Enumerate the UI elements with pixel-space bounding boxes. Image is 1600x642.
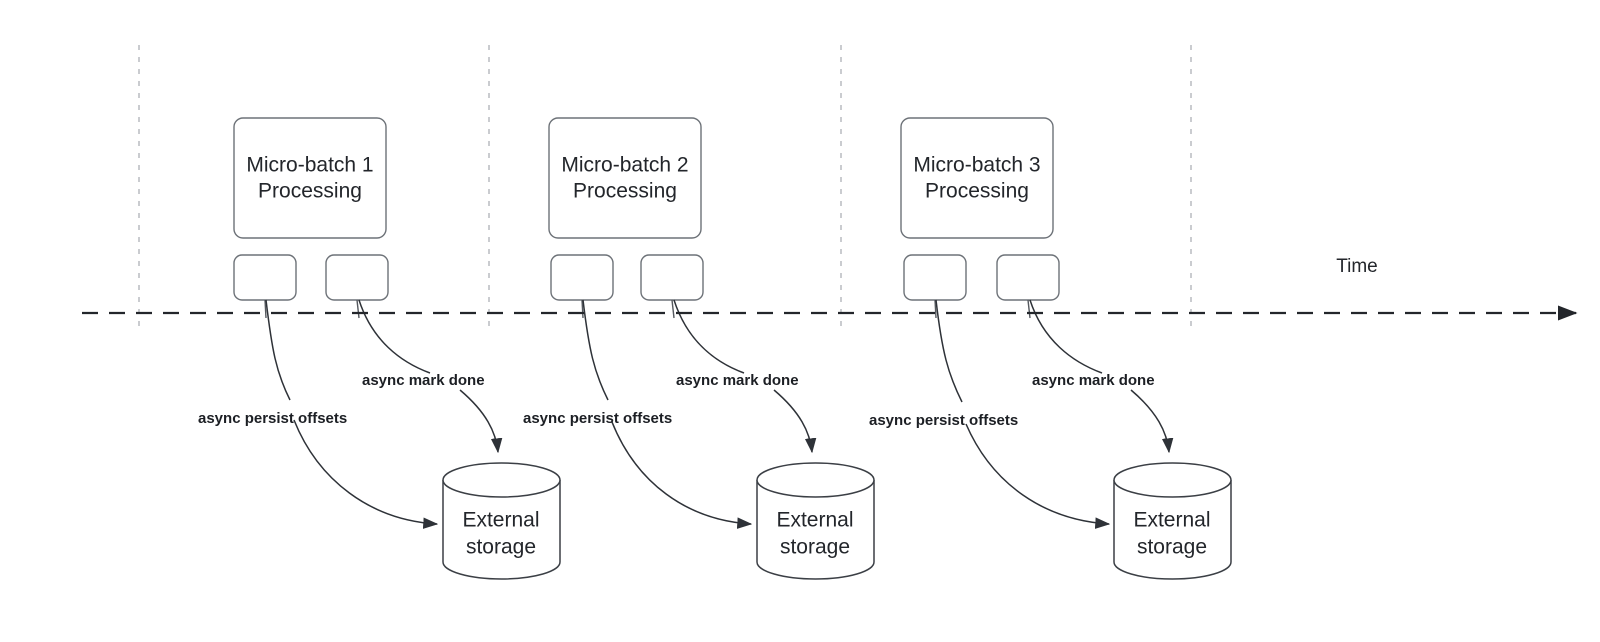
micro-batch-3-persist-curve-lower xyxy=(965,423,1111,529)
micro-batch-3-stem-left xyxy=(934,299,937,319)
time-axis-label: Time xyxy=(1336,256,1378,277)
external-storage-2-cylinder-body xyxy=(756,480,875,580)
micro-batch-group-2: Micro-batch 2 Processing async persist o… xyxy=(523,117,875,580)
external-storage-1-cylinder-body xyxy=(442,480,561,580)
micro-batch-2-label-line1: Micro-batch 2 xyxy=(561,154,688,177)
micro-batch-1-markdone-curve-lower xyxy=(459,389,503,454)
external-storage-1-label-line2: storage xyxy=(466,536,536,559)
micro-batch-3-box xyxy=(900,117,1054,239)
micro-batch-1-label-line1: Micro-batch 1 xyxy=(246,154,373,177)
micro-batch-1-persist-curve-upper xyxy=(265,299,291,401)
micro-batch-1-stem-left xyxy=(264,299,267,319)
external-storage-2-label-line2: storage xyxy=(780,536,850,559)
micro-batch-3-label-line2: Processing xyxy=(925,180,1029,203)
micro-batch-2-persist-offsets-label: async persist offsets xyxy=(523,410,672,427)
time-axis: Time xyxy=(82,256,1578,321)
micro-batch-2-task-box-right xyxy=(640,254,704,301)
micro-batch-3-label-line1: Micro-batch 3 xyxy=(913,154,1040,177)
micro-batch-1-markdone-curve-upper xyxy=(358,299,431,374)
external-storage-3-cylinder-body xyxy=(1113,480,1232,580)
external-storage-1-label-line1: External xyxy=(462,509,539,532)
micro-batch-2-label-line2: Processing xyxy=(573,180,677,203)
micro-batch-3-persist-offsets-label: async persist offsets xyxy=(869,412,1018,429)
micro-batch-1-persist-offsets-label: async persist offsets xyxy=(198,410,347,427)
micro-batch-group-3: Micro-batch 3 Processing async persist o… xyxy=(869,117,1232,580)
micro-batch-2-task-box-left xyxy=(550,254,614,301)
micro-batch-1-task-box-left xyxy=(233,254,297,301)
micro-batch-2-persist-curve-lower xyxy=(611,421,753,529)
external-storage-2-label-line1: External xyxy=(776,509,853,532)
micro-batch-group-1: Micro-batch 1 Processing async persist o… xyxy=(198,117,561,580)
micro-batch-2-markdone-curve-lower xyxy=(773,389,817,454)
micro-batch-3-stem-right xyxy=(1027,299,1031,319)
micro-batch-3-markdone-curve-lower xyxy=(1130,389,1174,454)
external-storage-1-cylinder-top xyxy=(442,462,561,498)
micro-batch-1-box xyxy=(233,117,387,239)
external-storage-2-cylinder-top xyxy=(756,462,875,498)
micro-batch-3-task-box-left xyxy=(903,254,967,301)
micro-batch-2-persist-curve-upper xyxy=(582,299,609,401)
micro-batch-3-persist-curve-upper xyxy=(935,299,963,403)
micro-batch-2-box xyxy=(548,117,702,239)
micro-batch-1-persist-curve-lower xyxy=(293,419,439,529)
micro-batch-3-task-box-right xyxy=(996,254,1060,301)
micro-batch-3-markdone-curve-upper xyxy=(1029,299,1103,374)
micro-batch-2-markdone-curve-upper xyxy=(673,299,745,374)
micro-batch-2-stem-right xyxy=(671,299,675,319)
micro-batch-3-mark-done-label: async mark done xyxy=(1032,372,1155,389)
external-storage-3-cylinder-top xyxy=(1113,462,1232,498)
micro-batch-1-label-line2: Processing xyxy=(258,180,362,203)
micro-batch-2-mark-done-label: async mark done xyxy=(676,372,799,389)
micro-batch-1-mark-done-label: async mark done xyxy=(362,372,485,389)
micro-batch-1-task-box-right xyxy=(325,254,389,301)
external-storage-3-label-line2: storage xyxy=(1137,536,1207,559)
external-storage-3-label-line1: External xyxy=(1133,509,1210,532)
micro-batch-1-stem-right xyxy=(356,299,360,319)
micro-batch-2-stem-left xyxy=(581,299,584,319)
